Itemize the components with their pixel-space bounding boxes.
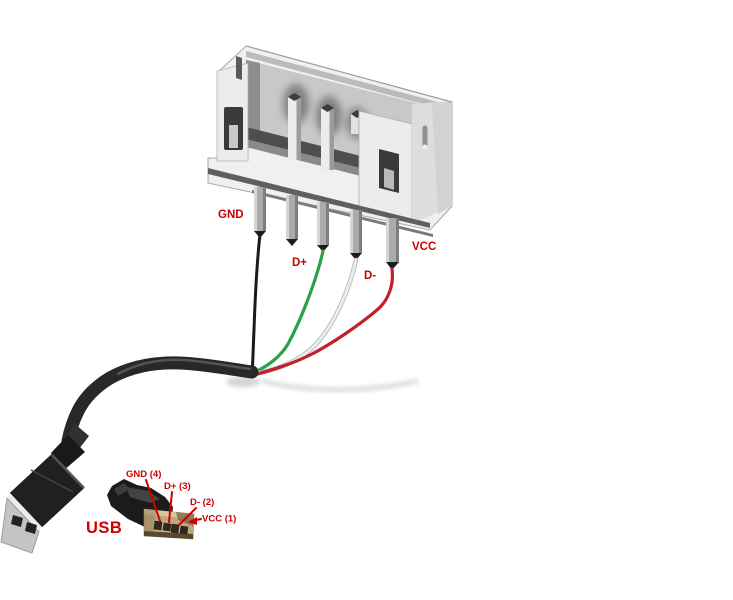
- usb-plug: [0, 424, 89, 554]
- label-vcc: VCC: [412, 241, 436, 253]
- header-leg-pins: [254, 187, 399, 270]
- cavity-left-shade: [246, 60, 260, 149]
- label-dminus: D-: [364, 270, 376, 282]
- tongue-bottom-edge: [144, 531, 193, 539]
- cable-jacket: [61, 356, 259, 448]
- leg-pin-4: [350, 210, 362, 260]
- usb-cable: [61, 356, 259, 448]
- vcc-pointer-arrowhead: [188, 517, 197, 525]
- plug-body-bevel: [51, 454, 85, 489]
- wire-black-gnd: [250, 232, 262, 375]
- header-rim-shadow: [246, 51, 449, 111]
- usb-contact-view: [107, 479, 202, 540]
- label-usb-gnd: GND (4): [126, 469, 161, 480]
- leg-pin-5: [386, 218, 399, 270]
- label-dplus: D+: [292, 257, 307, 269]
- contact-pad-3: [162, 522, 172, 532]
- back-left-notch: [236, 56, 242, 80]
- wire-green-dplus: [251, 249, 325, 375]
- header-right-tower: [358, 110, 413, 223]
- contact-pad-4: [153, 520, 163, 531]
- cable-sheen: [116, 358, 252, 376]
- dplus-pointer-line: [168, 491, 173, 523]
- label-usb-dplus: D+ (3): [164, 481, 191, 492]
- plug-shield-bevel: [7, 493, 42, 532]
- label-gnd: GND: [218, 209, 244, 221]
- shield-hole-1: [11, 515, 23, 527]
- rim-edge: [245, 45, 453, 103]
- right-tower-latch: [384, 168, 394, 190]
- wire-shadows: [226, 377, 419, 393]
- body-groove-band: [208, 168, 430, 228]
- plug-body-seam: [30, 469, 74, 493]
- header-right-face: [412, 101, 452, 224]
- leg-pin-2: [286, 195, 298, 246]
- label-usb-vcc: VCC (1): [202, 514, 236, 525]
- wire-red-vcc: [252, 267, 395, 377]
- label-usb-title: USB: [86, 519, 122, 537]
- shield-hole-2: [25, 522, 37, 534]
- gnd-pointer-line: [145, 479, 161, 522]
- header-left-tower: [216, 56, 249, 162]
- left-tower-latch: [229, 125, 238, 148]
- leg-pin-3: [317, 202, 329, 252]
- usb-contacts: [153, 520, 189, 535]
- contact-pad-2: [170, 523, 180, 534]
- breakout-wires: [250, 232, 395, 377]
- inner-pin-1: [288, 93, 301, 160]
- labels: GND D+ D- VCC GND (4) D+ (3) D- (2) VCC …: [86, 209, 436, 537]
- groove-highlight: [422, 144, 428, 150]
- dminus-pointer-line: [178, 507, 197, 526]
- contact-pad-1: [179, 525, 189, 535]
- leg-pin-1: [254, 187, 266, 238]
- label-usb-dminus: D- (2): [190, 497, 214, 508]
- tongue-left-shade: [144, 509, 156, 536]
- inner-pin-2: [321, 104, 334, 170]
- body-nub: [114, 483, 130, 496]
- header-connector: [207, 45, 453, 270]
- shield-tip-edge: [0, 541, 33, 554]
